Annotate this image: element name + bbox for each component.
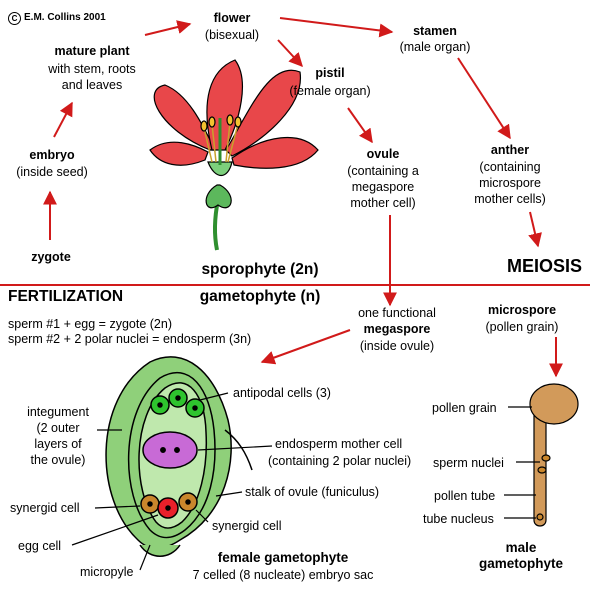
label-endosperm-2: (containing 2 polar nuclei) [268,454,412,468]
arrow-embryo-mature [53,101,73,138]
embryo-sac-illustration [105,356,253,557]
label-ovule-sub1: (containing a [347,164,419,178]
cycle-arrows [43,17,563,378]
label-micropyle: micropyle [80,565,134,579]
label-megaspore-sub: (inside ovule) [359,339,435,353]
label-sporophyte: sporophyte (2n) [201,261,319,278]
label-pistil-sub: (female organ) [289,84,371,98]
label-microspore-sub: (pollen grain) [485,320,559,334]
label-synergid-right: synergid cell [212,519,282,533]
label-egg: egg cell [18,539,62,553]
label-ovule-sub3: mother cell) [350,196,416,210]
label-mature-sub1: with stem, roots [48,62,136,76]
label-ovule-sub2: megaspore [351,180,415,194]
label-megaspore: megaspore [363,322,431,336]
label-stamen: stamen [413,24,457,38]
arrow-pistil-ovule [347,107,373,144]
arrow-flower-stamen [279,17,394,38]
label-zygote: zygote [31,250,71,264]
label-meiosis: MEIOSIS [506,256,582,276]
arrow-flower-pistil [277,39,303,68]
label-stamen-sub: (male organ) [399,40,471,54]
label-ovule: ovule [366,147,400,161]
label-mature-sub2: and leaves [61,78,123,92]
pollen-leaders [504,406,540,519]
label-endosperm-1: endosperm mother cell [275,437,403,451]
arrow-mature-flower [144,20,192,36]
label-female-gametophyte: female gametophyte [217,550,349,565]
label-mature-plant: mature plant [54,44,130,58]
label-integument-4: the ovule) [30,453,86,467]
copyright-icon: C [8,12,21,25]
label-anther-sub1: (containing [479,160,541,174]
label-integument-1: integument [27,405,89,419]
sporophyte-gametophyte-divider [0,284,590,286]
label-fertilization: FERTILIZATION [8,288,124,305]
label-gametophyte: gametophyte (n) [199,288,321,305]
label-sperm-nuclei: sperm nuclei [433,456,504,470]
label-tube-nucleus: tube nucleus [423,512,494,526]
pollen-illustration [529,383,579,527]
label-pollen-tube: pollen tube [434,489,496,503]
label-megaspore-pre: one functional [358,306,436,320]
label-anther-sub3: mother cells) [474,192,546,206]
credit-text: E.M. Collins 2001 [24,12,106,23]
label-integument-3: layers of [34,437,82,451]
arrow-anther-meiosis [528,211,542,248]
label-synergid-left: synergid cell [10,501,80,515]
arrow-megaspore-sac [260,329,351,365]
label-embryo-sub: (inside seed) [16,165,88,179]
label-pistil: pistil [315,66,345,80]
label-stalk: stalk of ovule (funiculus) [245,485,380,499]
label-flower: flower [213,11,251,25]
label-microspore: microspore [487,303,557,317]
label-integument-2: (2 outer [36,421,80,435]
arrow-stamen-anther [457,57,511,140]
label-pollen-grain: pollen grain [432,401,497,415]
embryo-sac-leaders [71,392,273,571]
label-flower-sub: (bisexual) [204,28,260,42]
flower-illustration [149,59,319,251]
label-anther-sub2: microspore [479,176,541,190]
label-sperm2: sperm #2 + 2 polar nuclei = endosperm (3… [8,332,252,346]
label-antipodal: antipodal cells (3) [233,386,331,400]
label-anther: anther [490,143,530,157]
label-male-title-1: male [505,540,537,555]
label-male-title-2: gametophyte [478,556,564,571]
label-embryo: embryo [29,148,75,162]
label-female-sub: 7 celled (8 nucleate) embryo sac [192,568,374,582]
label-sperm1: sperm #1 + egg = zygote (2n) [8,317,172,331]
